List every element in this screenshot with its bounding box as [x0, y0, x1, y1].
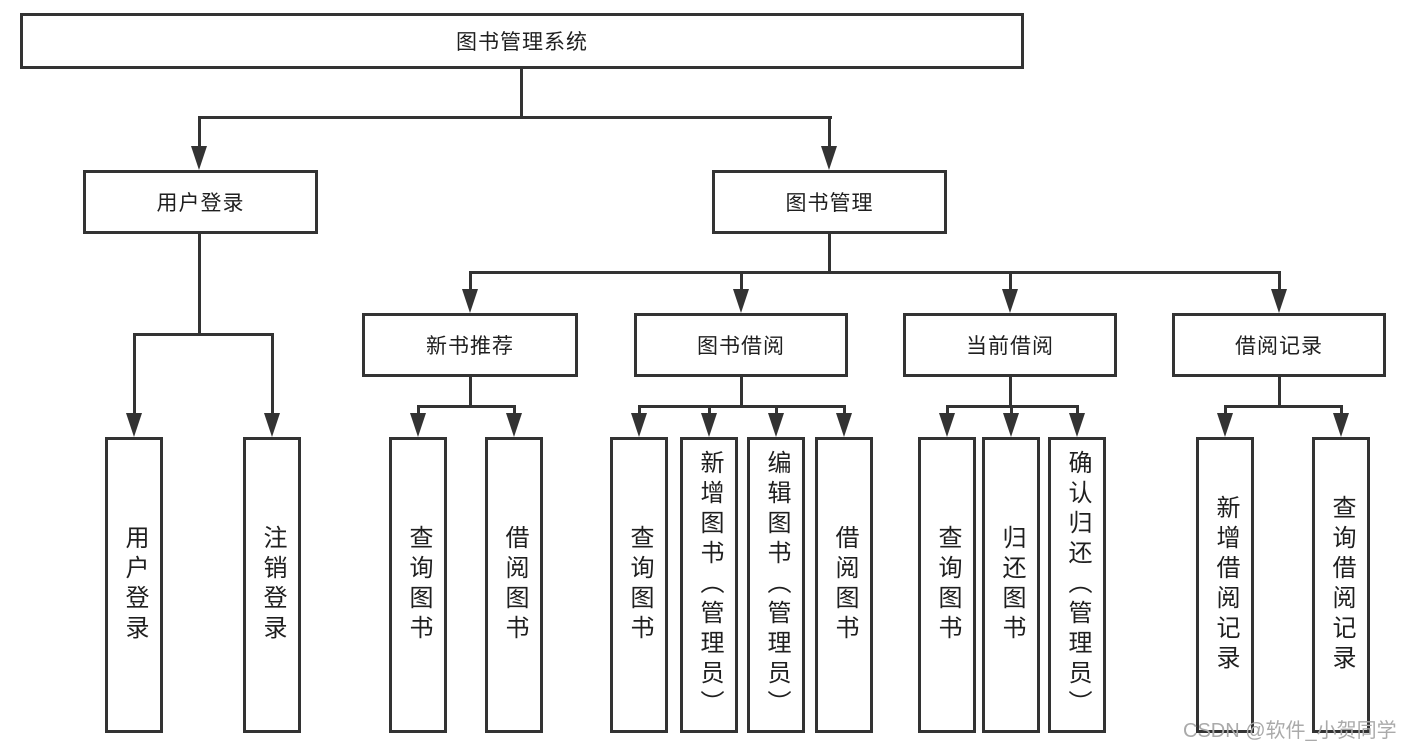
connector-line — [1009, 271, 1012, 289]
arrow-down-icon — [836, 413, 852, 437]
leaf-return-books: 归还图书 — [982, 437, 1040, 733]
connector-line — [1278, 377, 1281, 408]
arrow-down-icon — [1002, 289, 1018, 313]
leaf-logout: 注销登录 — [243, 437, 301, 733]
connector-line — [828, 234, 831, 274]
connector-line — [946, 405, 949, 413]
node-label: 新书推荐 — [426, 335, 514, 358]
connector-line — [520, 69, 523, 118]
node-label: 借阅记录 — [1235, 335, 1323, 358]
connector-line — [638, 405, 641, 413]
node-user-login: 用户登录 — [83, 170, 318, 234]
node-label: 图书管理系统 — [456, 31, 588, 54]
node-label: 借阅图书 — [831, 525, 858, 645]
csdn-watermark: CSDN @软件_小贺同学 — [1183, 720, 1397, 742]
connector-line — [828, 116, 831, 148]
connector-line — [198, 116, 201, 148]
node-current-borrow: 当前借阅 — [903, 313, 1117, 377]
arrow-down-icon — [191, 146, 207, 170]
node-label: 注销登录 — [259, 525, 286, 645]
leaf-query-books-borrow: 查询图书 — [610, 437, 668, 733]
node-label: 新增图书（管理员） — [696, 450, 723, 720]
connector-line — [417, 405, 516, 408]
leaf-user-login: 用户登录 — [105, 437, 163, 733]
connector-line — [638, 405, 846, 408]
node-label: 当前借阅 — [966, 335, 1054, 358]
leaf-confirm-return-admin: 确认归还（管理员） — [1048, 437, 1106, 733]
leaf-borrow-books: 借阅图书 — [815, 437, 873, 733]
leaf-add-book-admin: 新增图书（管理员） — [680, 437, 738, 733]
leaf-query-borrow-record: 查询借阅记录 — [1312, 437, 1370, 733]
connector-line — [708, 405, 711, 413]
connector-line — [417, 405, 420, 413]
connector-line — [1009, 377, 1012, 408]
arrow-down-icon — [1003, 413, 1019, 437]
arrow-down-icon — [701, 413, 717, 437]
connector-line — [469, 271, 1281, 274]
node-label: 图书管理 — [785, 192, 874, 215]
arrow-down-icon — [1271, 289, 1287, 313]
arrow-down-icon — [939, 413, 955, 437]
node-label: 查询图书 — [405, 525, 432, 645]
node-book-management: 图书管理 — [712, 170, 947, 234]
node-new-book-recommend: 新书推荐 — [362, 313, 578, 377]
connector-line — [469, 377, 472, 408]
arrow-down-icon — [1217, 413, 1233, 437]
arrow-down-icon — [506, 413, 522, 437]
arrow-down-icon — [1069, 413, 1085, 437]
arrow-down-icon — [733, 289, 749, 313]
arrow-down-icon — [821, 146, 837, 170]
connector-line — [1224, 405, 1343, 408]
node-label: 编辑图书（管理员） — [763, 450, 790, 720]
connector-line — [1076, 405, 1079, 413]
connector-line — [1010, 405, 1013, 413]
arrow-down-icon — [126, 413, 142, 437]
node-label: 图书借阅 — [697, 335, 785, 358]
leaf-query-books-recommend: 查询图书 — [389, 437, 447, 733]
connector-line — [271, 333, 274, 413]
node-library-system: 图书管理系统 — [20, 13, 1024, 69]
connector-line — [513, 405, 516, 413]
connector-line — [198, 116, 832, 119]
connector-line — [740, 377, 743, 408]
node-label: 用户登录 — [121, 525, 148, 645]
arrow-down-icon — [768, 413, 784, 437]
connector-line — [198, 234, 201, 336]
connector-line — [740, 271, 743, 289]
node-label: 确认归还（管理员） — [1064, 450, 1091, 720]
node-label: 查询借阅记录 — [1328, 495, 1355, 675]
connector-line — [133, 333, 136, 413]
arrow-down-icon — [631, 413, 647, 437]
node-label: 归还图书 — [998, 525, 1025, 645]
arrow-down-icon — [264, 413, 280, 437]
node-label: 查询图书 — [934, 525, 961, 645]
connector-line — [843, 405, 846, 413]
connector-line — [133, 333, 274, 336]
node-borrow-records: 借阅记录 — [1172, 313, 1386, 377]
connector-line — [1340, 405, 1343, 413]
leaf-query-books-current: 查询图书 — [918, 437, 976, 733]
node-label: 用户登录 — [156, 192, 245, 215]
connector-line — [775, 405, 778, 413]
leaf-add-borrow-record: 新增借阅记录 — [1196, 437, 1254, 733]
node-label: 查询图书 — [626, 525, 653, 645]
leaf-borrow-books-recommend: 借阅图书 — [485, 437, 543, 733]
node-book-borrow: 图书借阅 — [634, 313, 848, 377]
node-label: 新增借阅记录 — [1212, 495, 1239, 675]
connector-line — [469, 271, 472, 289]
leaf-edit-book-admin: 编辑图书（管理员） — [747, 437, 805, 733]
connector-line — [1224, 405, 1227, 413]
connector-line — [1278, 271, 1281, 289]
arrow-down-icon — [410, 413, 426, 437]
arrow-down-icon — [462, 289, 478, 313]
arrow-down-icon — [1333, 413, 1349, 437]
node-label: 借阅图书 — [501, 525, 528, 645]
